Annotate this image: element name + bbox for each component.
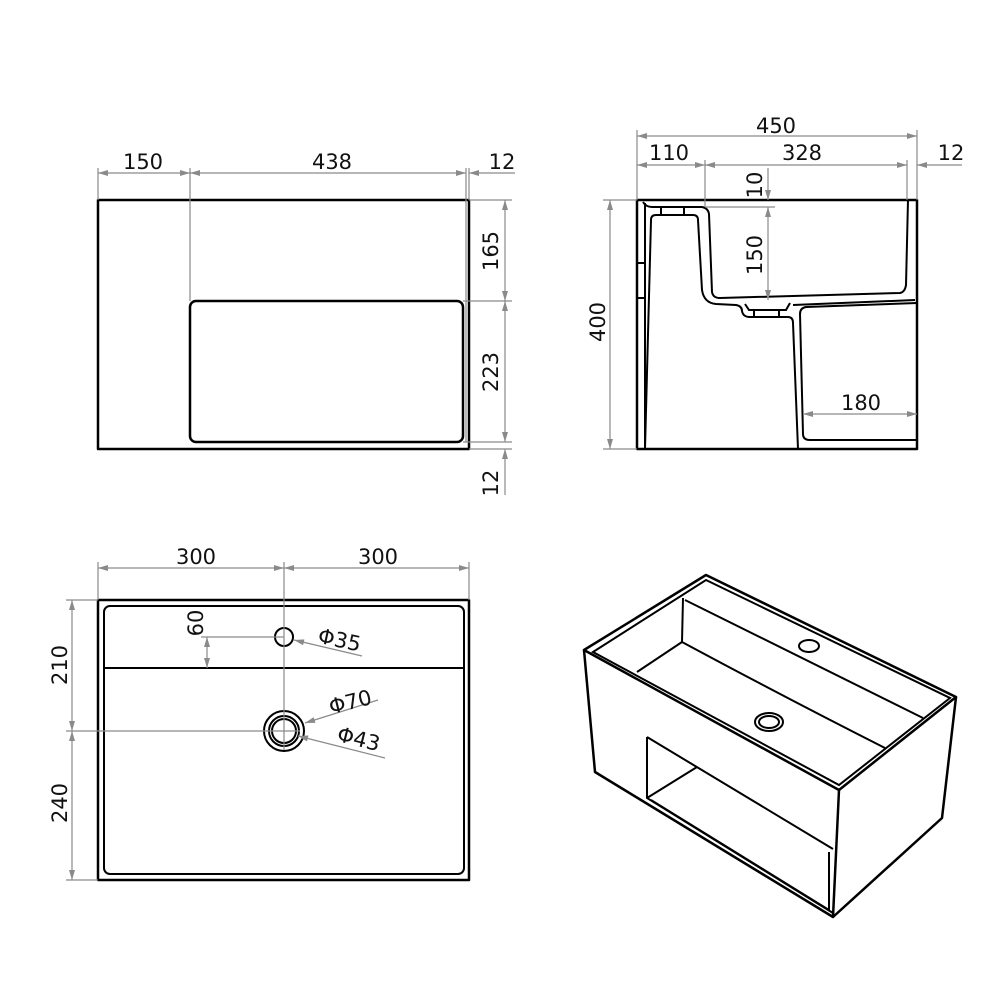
dim-10: 10 <box>743 172 767 199</box>
side-outline <box>635 198 919 451</box>
dim-300-left: 300 <box>176 545 216 569</box>
dim-223: 223 <box>479 352 503 392</box>
dim-110: 110 <box>649 141 689 165</box>
dim-180: 180 <box>841 391 881 415</box>
dim-12-front: 12 <box>938 141 965 165</box>
dim-phi35: Φ35 <box>316 624 363 656</box>
dim-210: 210 <box>48 645 72 685</box>
front-outline <box>96 198 471 451</box>
dim-438: 438 <box>312 150 352 174</box>
iso-tap-hole <box>798 639 820 653</box>
side-section-view: 450 110 328 12 10 150 400 180 <box>586 114 965 451</box>
front-view: 150 438 12 165 223 12 <box>96 150 516 497</box>
dim-12-right: 12 <box>489 150 516 174</box>
dim-240: 240 <box>48 783 72 823</box>
dim-60: 60 <box>184 610 208 637</box>
dim-150: 150 <box>123 150 163 174</box>
shelf-opening <box>188 299 465 444</box>
isometric-view <box>582 573 958 919</box>
dim-165: 165 <box>479 231 503 271</box>
dim-phi43: Φ43 <box>335 722 383 756</box>
dim-328: 328 <box>782 141 822 165</box>
dim-150-basin: 150 <box>743 235 767 275</box>
dim-450: 450 <box>756 114 796 138</box>
dim-300-right: 300 <box>358 545 398 569</box>
top-view: 300 300 60 210 240 Φ35 Φ70 Φ43 <box>48 545 471 882</box>
dim-phi70: Φ70 <box>326 685 374 719</box>
dim-12-bottom: 12 <box>479 470 503 497</box>
iso-drain <box>754 712 784 732</box>
dim-400: 400 <box>586 302 610 342</box>
